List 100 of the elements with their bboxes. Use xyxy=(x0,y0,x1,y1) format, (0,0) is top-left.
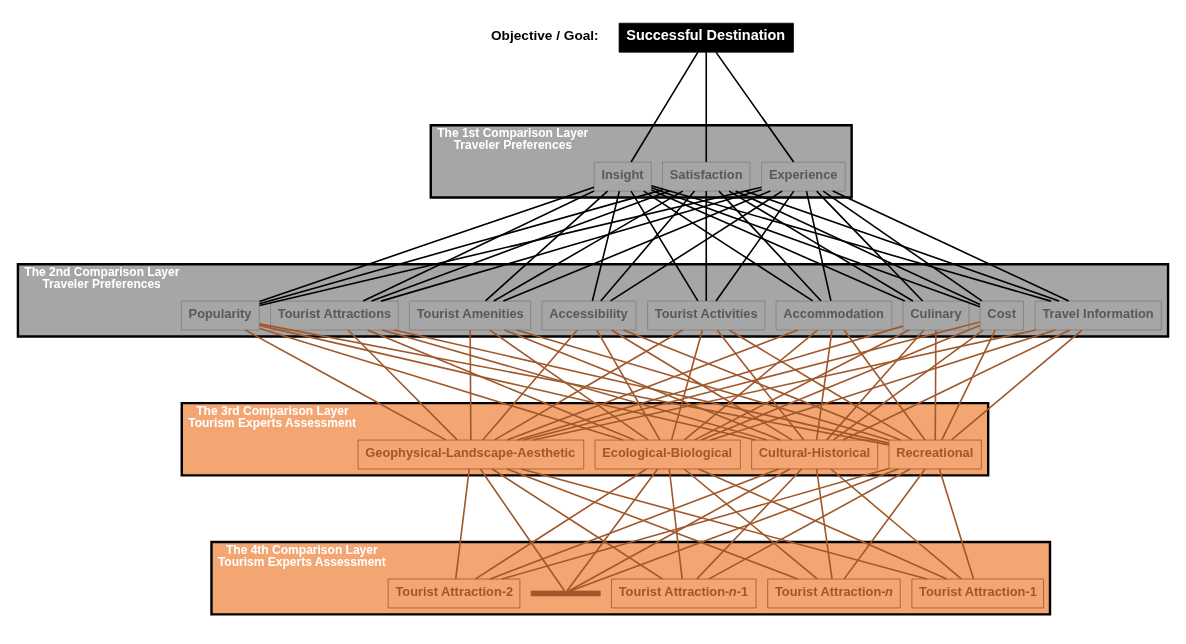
connector xyxy=(380,188,763,302)
connector xyxy=(393,329,890,444)
connector xyxy=(728,329,913,441)
connector xyxy=(258,324,757,441)
connector xyxy=(488,329,649,441)
node-box: Successful Destination xyxy=(618,22,794,53)
node-box: Insight xyxy=(593,161,652,192)
connector xyxy=(568,468,791,592)
connector xyxy=(474,468,648,580)
connector xyxy=(491,468,664,580)
connector xyxy=(683,329,819,441)
connector xyxy=(941,329,996,441)
connector xyxy=(532,329,1037,441)
connector xyxy=(493,190,684,302)
connector xyxy=(697,468,948,580)
node-box: Accessibility xyxy=(541,300,637,331)
connector xyxy=(843,468,926,580)
connector xyxy=(934,329,937,441)
node-box: Tourist Activities xyxy=(647,300,766,331)
node-box: Cost xyxy=(979,300,1024,331)
connector xyxy=(258,323,890,446)
connector xyxy=(696,468,803,580)
connector xyxy=(670,329,704,441)
connector xyxy=(469,329,472,441)
connector xyxy=(591,190,621,302)
connector xyxy=(244,329,447,441)
connector xyxy=(705,51,708,163)
connector xyxy=(822,190,983,302)
node-box: Accommodation xyxy=(775,300,893,331)
connector xyxy=(728,190,914,302)
connector xyxy=(366,329,636,441)
connector xyxy=(716,329,805,441)
connector xyxy=(805,190,832,302)
connector xyxy=(566,468,659,592)
connector xyxy=(715,51,795,163)
connector xyxy=(705,190,708,302)
connector xyxy=(569,468,900,592)
connector xyxy=(842,329,1071,441)
connector xyxy=(523,321,981,441)
connector xyxy=(650,187,981,308)
connector xyxy=(599,190,696,302)
node-label: Objective / Goal: xyxy=(490,28,599,44)
connector xyxy=(642,190,814,302)
connector xyxy=(832,329,984,441)
connector xyxy=(454,468,471,580)
connector xyxy=(683,468,819,580)
connector xyxy=(596,329,661,441)
connector xyxy=(668,468,683,580)
connector xyxy=(734,190,981,306)
connector xyxy=(258,327,624,441)
connector xyxy=(370,190,671,302)
node-box: Experience xyxy=(761,161,846,192)
connector xyxy=(622,329,902,441)
connector xyxy=(708,468,911,580)
connector xyxy=(258,186,595,303)
node-box: Cultural-Historical xyxy=(751,439,879,470)
connector xyxy=(693,329,911,441)
connector xyxy=(709,329,1057,441)
node-box: Popularity xyxy=(180,300,260,331)
connector xyxy=(744,190,1060,302)
connector xyxy=(630,190,699,302)
node-box: Tourist Attractions xyxy=(270,300,399,331)
connector xyxy=(493,329,684,441)
node-bar xyxy=(530,590,601,597)
node-box: Tourist Attraction-2 xyxy=(387,578,521,609)
connector xyxy=(258,189,664,305)
connector xyxy=(815,329,833,441)
connector xyxy=(650,189,906,302)
connector xyxy=(826,329,925,441)
connector xyxy=(347,329,458,441)
node-box: Satisfaction xyxy=(662,161,751,192)
connector xyxy=(484,190,609,302)
connector xyxy=(938,468,975,580)
connector xyxy=(950,329,1083,441)
connector xyxy=(815,468,833,580)
connector xyxy=(630,51,699,163)
node-box: Tourist Amenities xyxy=(409,300,532,331)
node-box: Culinary xyxy=(902,300,970,331)
connector xyxy=(479,468,566,592)
connector xyxy=(718,190,822,302)
connector xyxy=(609,190,783,302)
connector xyxy=(362,190,595,302)
connector xyxy=(502,190,772,302)
node-box: Travel Information xyxy=(1034,300,1162,331)
node-box: Recreational xyxy=(888,439,982,470)
node-box: Tourist Attraction-n-1 xyxy=(611,578,757,609)
connector xyxy=(815,190,924,302)
connector xyxy=(830,468,963,580)
node-box: Ecological-Biological xyxy=(594,439,741,470)
connector xyxy=(258,186,763,307)
node-box: Tourist Attraction-1 xyxy=(911,578,1044,609)
connector xyxy=(831,190,1070,302)
connector xyxy=(843,329,926,441)
connector xyxy=(482,329,579,441)
connector xyxy=(715,190,795,302)
node-box: Geophysical-Landscape-Aesthetic xyxy=(357,439,585,470)
connector xyxy=(610,329,793,441)
connector xyxy=(650,184,1052,302)
node-box: Tourist Attraction-n xyxy=(767,578,901,609)
connector xyxy=(700,324,981,441)
